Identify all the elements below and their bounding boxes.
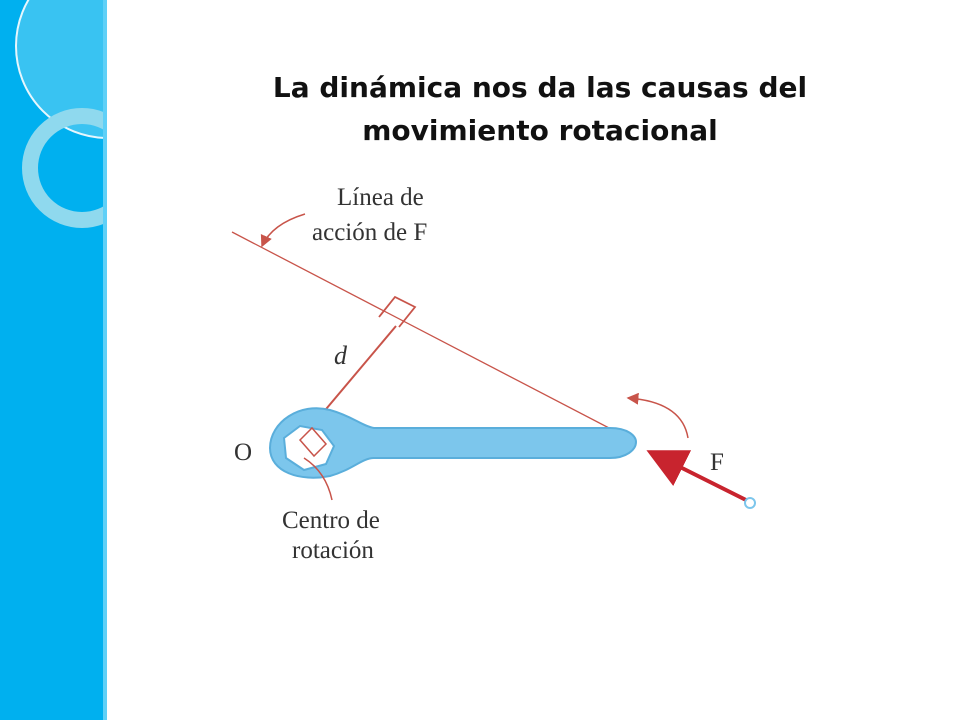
decorative-circle-large — [16, 0, 105, 138]
label-center-2: rotación — [292, 537, 374, 564]
decorative-circle-outline — [15, 0, 105, 139]
label-distance-d: d — [334, 341, 348, 370]
slide-title: La dinámica nos da las causas del movimi… — [120, 66, 960, 152]
label-line-of-action-1: Línea de — [337, 184, 424, 211]
label-pointer-center — [303, 457, 333, 501]
decorative-ring — [22, 108, 105, 228]
force-arrow — [646, 450, 747, 502]
label-line-of-action-2: acción de F — [312, 219, 427, 246]
sidebar-divider — [103, 0, 107, 720]
label-force-f: F — [710, 449, 724, 476]
label-center-1: Centro de — [282, 507, 380, 534]
wrench — [268, 407, 638, 479]
slide-title-line1: La dinámica nos da las causas del — [272, 71, 808, 104]
label-pointer-line-of-action — [260, 213, 306, 248]
rotation-arrow — [626, 392, 689, 439]
wrench-jaw-opening — [282, 424, 336, 472]
line-of-action — [231, 231, 637, 443]
right-angle-marker — [378, 295, 417, 328]
force-origin-point — [744, 497, 756, 509]
slide-title-line2: movimiento rotacional — [362, 114, 718, 147]
wrench-body — [268, 407, 638, 479]
sidebar-accent — [0, 0, 105, 720]
decorative-circles — [15, 0, 105, 228]
label-origin-o: O — [234, 439, 252, 466]
bolt-square — [298, 426, 328, 458]
